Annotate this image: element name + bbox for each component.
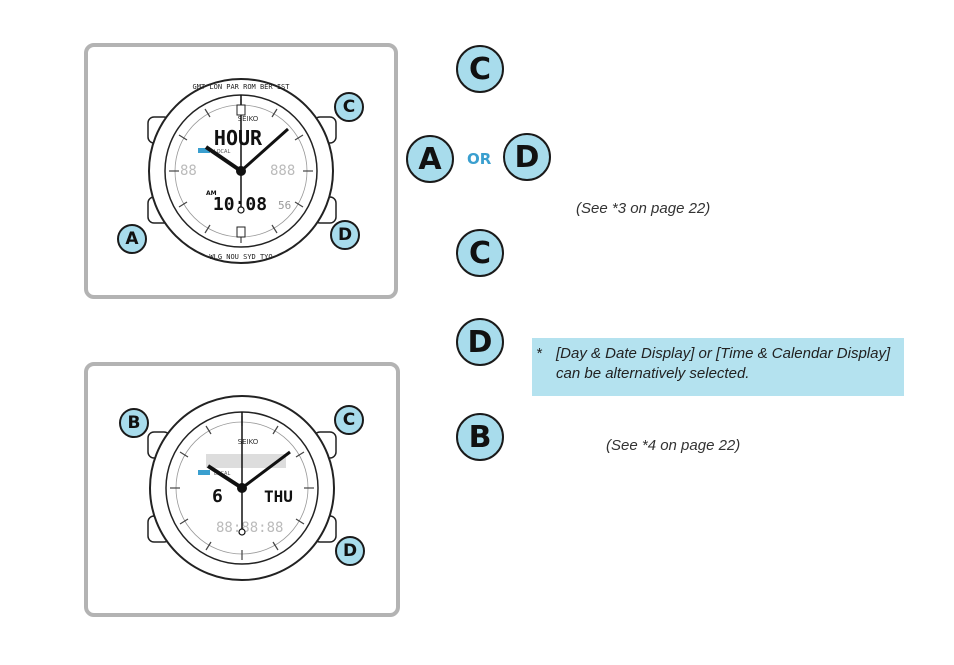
svg-text:88:88:88: 88:88:88: [216, 520, 283, 536]
watch-panel-time: GMT LON PAR ROM BER IST WLG NOU SYD TYO …: [84, 43, 398, 299]
watch2-brand: SEIKO: [238, 438, 259, 446]
svg-text:88: 88: [180, 163, 197, 179]
watch-city-ring-bottom: WLG NOU SYD TYO: [209, 253, 272, 261]
button-a-panel1: A: [117, 224, 147, 254]
svg-text:888: 888: [270, 163, 295, 179]
step2-reference: (See *3 on page 22): [576, 200, 711, 217]
watch2-day: THU: [264, 487, 293, 506]
watch-city-ring-top: GMT LON PAR ROM BER IST: [193, 83, 291, 91]
mode-label: LOCAL: [214, 149, 230, 155]
lower-display-time: 10:08: [213, 194, 267, 215]
step5-button-b: B: [456, 413, 504, 461]
watch-brand: SEIKO: [238, 115, 259, 123]
watch-panel-date: SEIKO LOCAL 6 THU 88:88:88: [84, 362, 400, 617]
button-d-panel1: D: [330, 220, 360, 250]
step2-button-a: A: [406, 135, 454, 183]
watch2-date: 6: [212, 486, 223, 507]
button-c-panel1: C: [334, 92, 364, 122]
button-b-panel2: B: [119, 408, 149, 438]
button-c-panel2: C: [334, 405, 364, 435]
upper-display-text: HOUR: [214, 126, 263, 150]
watch-illustration-date: SEIKO LOCAL 6 THU 88:88:88: [147, 395, 337, 581]
step5-reference: (See *4 on page 22): [606, 437, 741, 454]
button-d-panel2: D: [335, 536, 365, 566]
step2-or-label: OR: [467, 150, 492, 168]
ampm-indicator: AM: [206, 190, 217, 197]
step2-button-d: D: [503, 133, 551, 181]
note-asterisk: *: [536, 345, 542, 362]
note-text: [Day & Date Display] or [Time & Calendar…: [556, 345, 891, 382]
note-box: * [Day & Date Display] or [Time & Calend…: [532, 338, 904, 396]
step4-button-d: D: [456, 318, 504, 366]
step3-button-c: C: [456, 229, 504, 277]
step1-button-c: C: [456, 45, 504, 93]
lower-display-seconds: 56: [278, 199, 291, 212]
watch-illustration-time: GMT LON PAR ROM BER IST WLG NOU SYD TYO …: [147, 78, 337, 264]
